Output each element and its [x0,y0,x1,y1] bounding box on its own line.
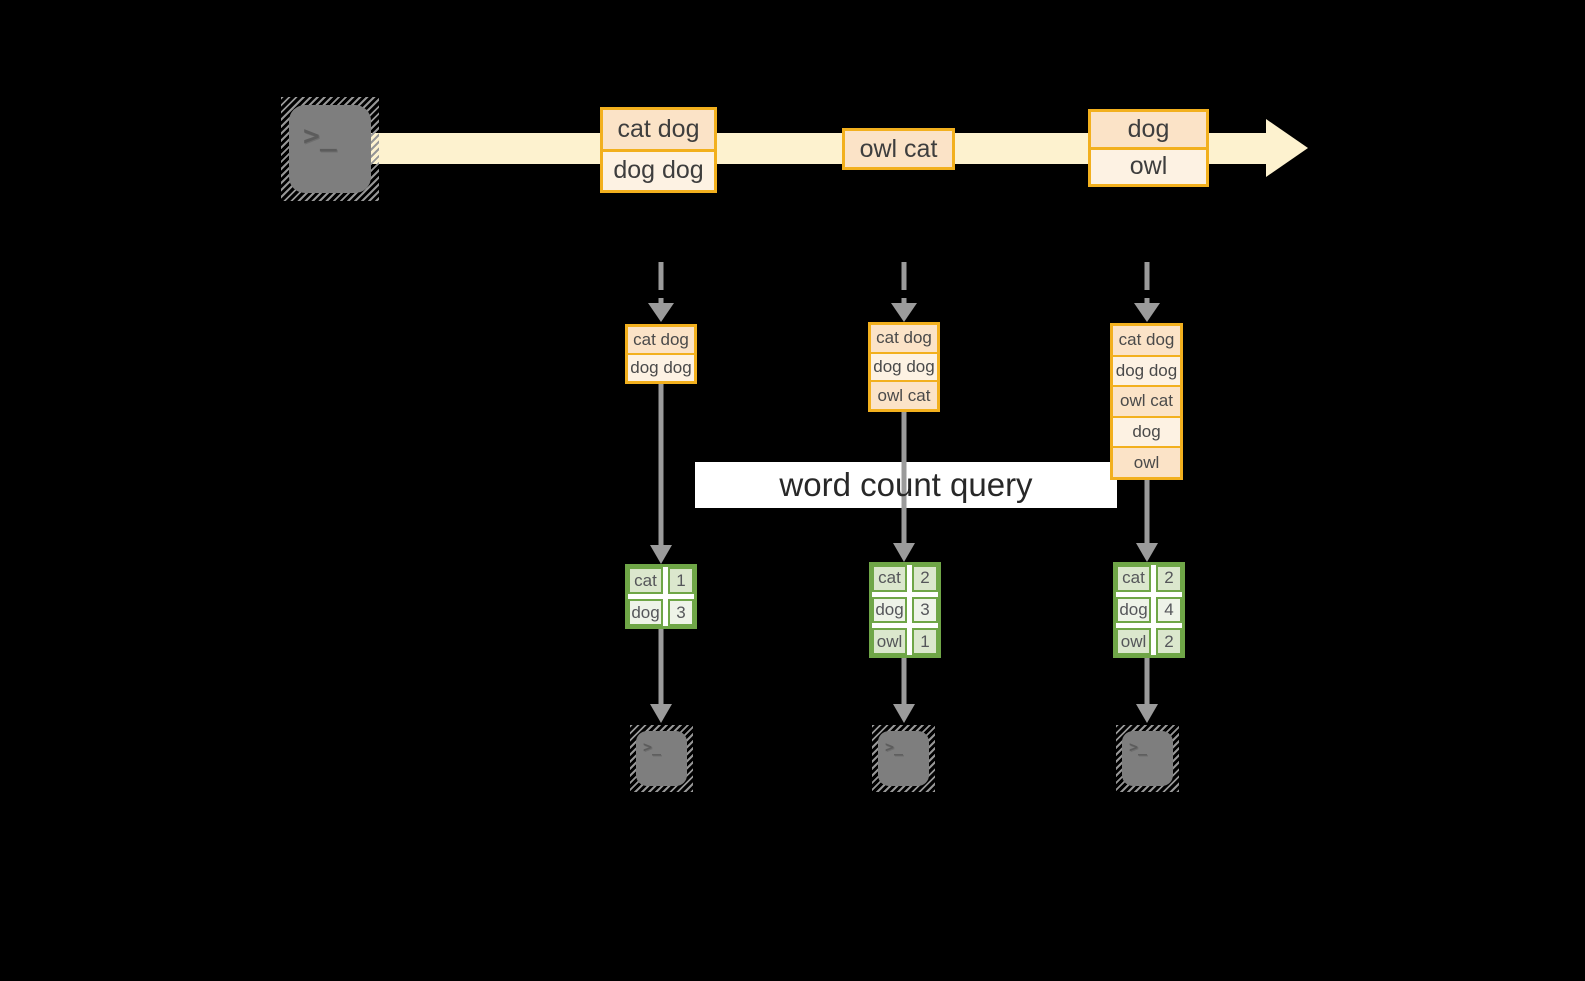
word-cell: dog [872,596,907,624]
count-cell: 2 [1156,565,1182,592]
ingest-arrow-3 [1134,262,1160,322]
output-arrow-1 [650,629,672,723]
count-cell: 2 [912,565,938,592]
count-cell: 3 [912,596,938,624]
word-cell: dog [1116,596,1151,624]
producer-terminal-icon: >_ [281,97,379,201]
query-arrow-1 [650,384,672,564]
word-cell: cat [628,567,663,594]
stream-record-group-1: cat dog dog dog [600,107,717,193]
count-cell: 2 [1156,628,1182,655]
stack-record: cat dog [628,327,694,353]
terminal-prompt-icon: >_ [885,738,904,756]
accumulated-records-2: cat dog dog dog owl cat [868,322,940,412]
word-count-table-1: cat 1 dog 3 [625,564,697,629]
terminal-screen: >_ [878,731,929,786]
accumulated-records-1: cat dog dog dog [625,324,697,384]
ingest-arrow-2 [891,262,917,322]
query-banner-label: word count query [779,466,1033,503]
terminal-screen: >_ [289,105,371,193]
stream-record: owl cat [845,131,952,167]
stream-record: dog [1091,112,1206,147]
word-count-table-3: cat 2 dog 4 owl 2 [1113,562,1185,658]
word-cell: cat [1116,565,1151,592]
event-stream-arrowhead-icon [1266,119,1308,177]
accumulated-records-3: cat dog dog dog owl cat dog owl [1110,323,1183,480]
stack-record: owl [1113,446,1180,477]
consumer-terminal-icon-1: >_ [630,725,693,792]
stream-record: dog dog [603,148,714,190]
terminal-prompt-icon: >_ [303,119,337,152]
word-cell: owl [872,628,907,655]
ingest-arrow-1 [648,262,674,322]
stack-record: owl cat [871,380,937,410]
consumer-terminal-icon-3: >_ [1116,725,1179,792]
output-arrow-2 [893,658,915,723]
stack-record: cat dog [1113,326,1180,355]
count-cell: 1 [668,567,694,594]
terminal-screen: >_ [1122,731,1173,786]
count-cell: 1 [912,628,938,655]
word-cell: dog [628,599,663,626]
stack-record: dog [1113,415,1180,447]
stack-record: dog dog [628,353,694,381]
stream-record-group-3: dog owl [1088,109,1209,187]
stack-record: cat dog [871,325,937,352]
count-cell: 3 [668,599,694,626]
word-count-table-2: cat 2 dog 3 owl 1 [869,562,941,658]
stream-record: owl [1091,146,1206,184]
word-cell: owl [1116,628,1151,655]
query-arrow-3 [1136,480,1158,562]
count-cell: 4 [1156,596,1182,624]
consumer-terminal-icon-2: >_ [872,725,935,792]
terminal-prompt-icon: >_ [1129,738,1148,756]
terminal-prompt-icon: >_ [643,738,662,756]
stack-record: dog dog [1113,354,1180,386]
stack-record: dog dog [871,351,937,381]
stack-record: owl cat [1113,385,1180,416]
stream-record-group-2: owl cat [842,128,955,170]
stream-record: cat dog [603,110,714,149]
output-arrow-3 [1136,658,1158,723]
word-cell: cat [872,565,907,592]
terminal-screen: >_ [636,731,687,786]
